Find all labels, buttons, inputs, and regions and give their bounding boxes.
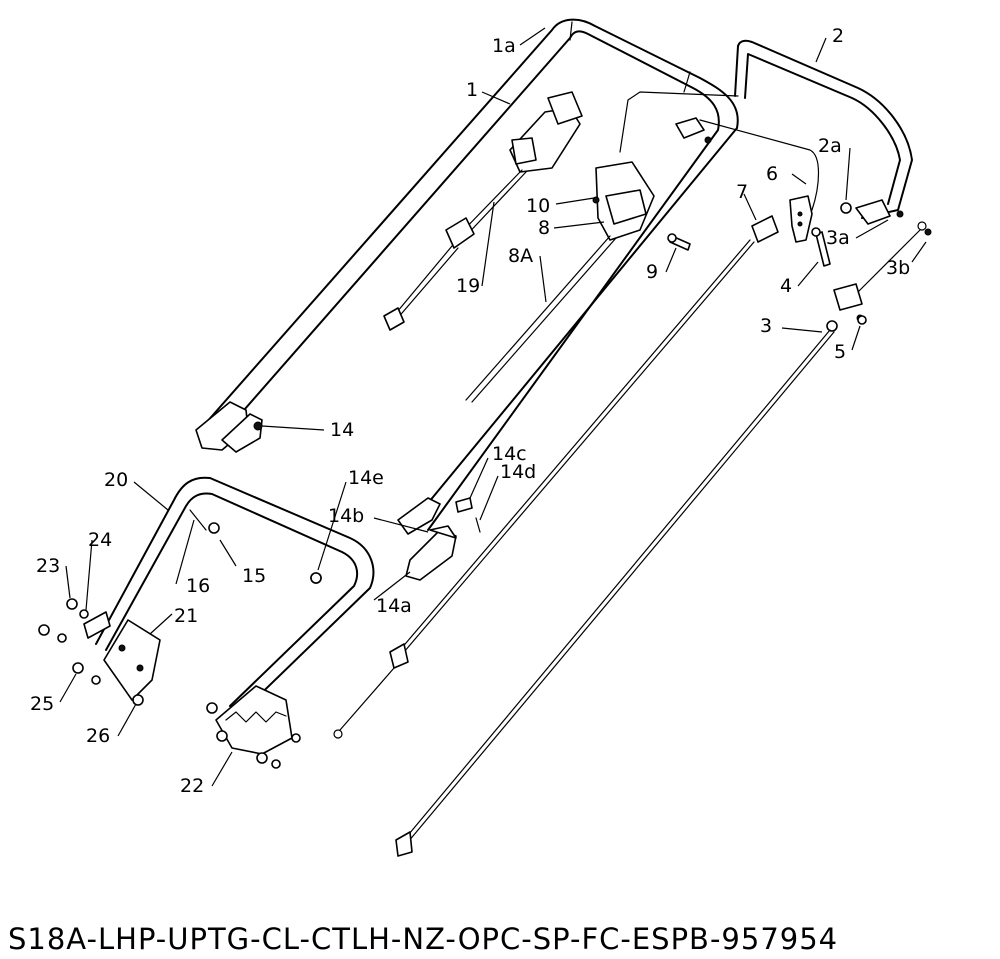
label-23: 23 [36, 555, 60, 577]
label-2: 2 [832, 25, 844, 47]
label-21: 21 [174, 605, 198, 627]
bracket-21 [38, 598, 161, 706]
callouts: 1a 1 2 2a 6 7 3a 3b 4 3 5 10 8 8A 9 19 1 [30, 25, 927, 797]
bolt-9 [667, 233, 691, 251]
label-24: 24 [88, 529, 112, 551]
label-9: 9 [646, 261, 658, 283]
speed-control-assembly [383, 91, 583, 331]
label-14a: 14a [376, 595, 412, 617]
label-1: 1 [466, 79, 478, 101]
label-16: 16 [186, 575, 210, 597]
label-8A: 8A [508, 245, 533, 267]
bail-part-6 [789, 195, 813, 243]
label-14e: 14e [348, 467, 384, 489]
label-5: 5 [834, 341, 846, 363]
label-6: 6 [766, 163, 778, 185]
label-2a: 2a [818, 135, 842, 157]
cable-3 [395, 210, 932, 857]
label-10: 10 [526, 195, 550, 217]
label-14: 14 [330, 419, 354, 441]
throttle-control-8 [465, 161, 655, 403]
label-15: 15 [242, 565, 266, 587]
label-4: 4 [780, 275, 792, 297]
label-1a: 1a [492, 35, 516, 57]
label-3: 3 [760, 315, 772, 337]
upper-handle [195, 18, 739, 535]
label-14d: 14d [500, 461, 536, 483]
label-14c: 14c [492, 443, 527, 465]
label-26: 26 [86, 725, 110, 747]
diagram-caption: S18A-LHP-UPTG-CL-CTLH-NZ-OPC-SP-FC-ESPB-… [8, 922, 839, 956]
label-19: 19 [456, 275, 480, 297]
hardware-4-5-2a [811, 202, 867, 325]
label-14b: 14b [328, 505, 364, 527]
label-8: 8 [538, 217, 550, 239]
label-7: 7 [736, 181, 748, 203]
zone-control-handle [619, 39, 913, 225]
label-25: 25 [30, 693, 54, 715]
cable-7 [333, 215, 779, 739]
label-22: 22 [180, 775, 204, 797]
label-3a: 3a [826, 227, 850, 249]
label-20: 20 [104, 469, 128, 491]
bracket-22 [206, 685, 301, 769]
label-3b: 3b [886, 257, 910, 279]
lower-handle [95, 476, 375, 713]
